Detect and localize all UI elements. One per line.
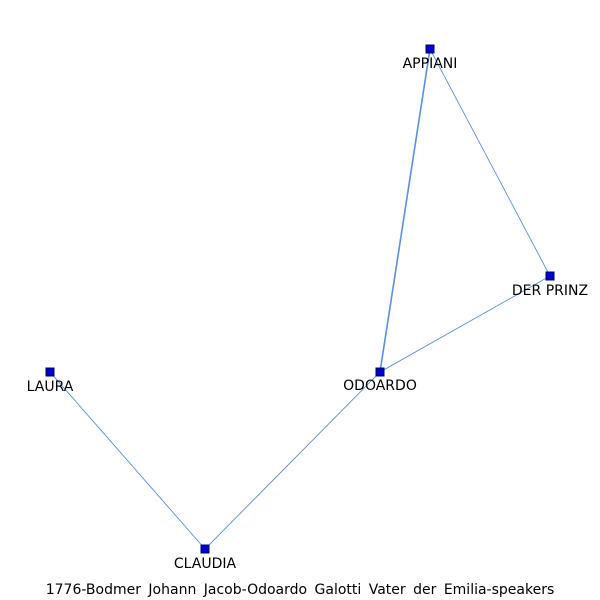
node-laura[interactable]: LAURA — [27, 367, 74, 395]
node-label: APPIANI — [403, 56, 458, 72]
node-odoardo[interactable]: ODOARDO — [343, 367, 417, 394]
node-label: CLAUDIA — [174, 556, 237, 572]
edge-laura-claudia — [49, 371, 206, 550]
diagram-caption: 1776-Bodmer Johann Jacob-Odoardo Galotti… — [45, 582, 555, 598]
edge-der-prinz-odoardo — [379, 275, 551, 373]
node-label: LAURA — [27, 379, 74, 395]
edge-odoardo-claudia — [204, 371, 381, 550]
node-claudia[interactable]: CLAUDIA — [174, 544, 237, 572]
node-appiani[interactable]: APPIANI — [403, 44, 458, 72]
edge-appiani-der-prinz — [429, 48, 551, 277]
node-marker[interactable] — [45, 367, 55, 377]
node-der-prinz[interactable]: DER PRINZ — [512, 271, 588, 299]
node-label: DER PRINZ — [512, 283, 588, 299]
edge-appiani-odoardo — [379, 48, 431, 373]
node-marker[interactable] — [425, 44, 435, 54]
node-marker[interactable] — [545, 271, 555, 281]
node-marker[interactable] — [375, 367, 385, 377]
node-label: ODOARDO — [343, 378, 417, 394]
node-marker[interactable] — [200, 544, 210, 554]
edge-layer — [49, 48, 551, 550]
node-layer: APPIANI DER PRINZ ODOARDO LAURA CLAUDIA — [27, 44, 588, 572]
